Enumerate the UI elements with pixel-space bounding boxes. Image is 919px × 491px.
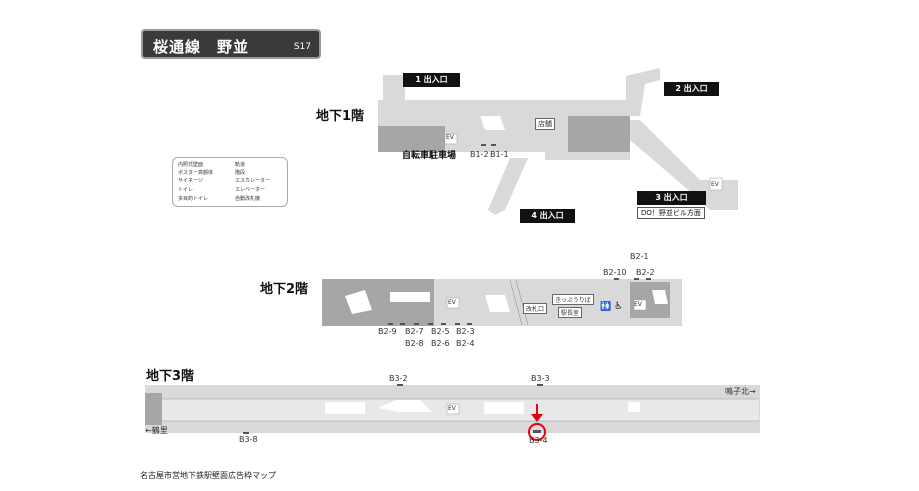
b3-floor-plan [145,384,760,441]
station-title-plate: 桜通線 野並 S17 [141,29,321,59]
ad-b1-1: B1-1 [490,150,509,159]
ad-b3-2: B3-2 [389,374,408,383]
ad-b2-6: B2-6 [431,339,450,348]
legend-item: エスカレーター [235,178,271,184]
ad-b2-7: B2-7 [405,327,424,336]
accessible-toilet-icon: ♿ [614,301,623,312]
toilet-icon: 🚻 [600,302,612,312]
ticket-gate-label: 改札口 [523,303,548,314]
b1-elevator-label: EV [446,134,454,141]
b1-floor-plan [378,68,738,215]
b2-elevator-label-2: EV [634,301,642,308]
floor-label-b3: 地下3階 [146,369,195,384]
ad-b1-2: B1-2 [470,150,489,159]
exit-3-label: 3 出入口 [637,191,706,205]
legend-item: エレベーター [235,187,266,193]
ad-b3-8: B3-8 [239,435,258,444]
station-name: 野並 [217,38,250,56]
legend-item: サイネージ [178,178,203,184]
station-code: S17 [293,42,311,52]
ad-b3-3: B3-3 [531,374,550,383]
exit-3-destination: DO！野並ビル方面 [637,207,705,219]
exit-2-label: 2 出入口 [664,82,719,96]
ad-b2-5: B2-5 [431,327,450,336]
floor-label-b1: 地下1階 [316,109,365,124]
ad-b2-1: B2-1 [630,252,649,261]
exit-1-label: 1 出入口 [403,73,460,87]
legend-item: 内照式壁面 [178,162,204,168]
ad-b2-8: B2-8 [405,339,424,348]
b2-floor-plan [322,278,682,326]
legend-item: トイレ [178,187,194,193]
ad-b2-2: B2-2 [636,268,655,277]
legend-item: 多目的トイレ [178,196,209,202]
exit-4-label: 4 出入口 [520,209,575,223]
b3-elevator-label: EV [448,405,456,412]
bicycle-parking-label: 自転車駐車場 [402,151,457,161]
ticket-machine-label: きっぷうりば [552,294,594,305]
highlight-circle [528,423,546,441]
direction-right: 鳴子北→ [725,387,756,396]
station-office-label: 駅長室 [558,307,583,318]
b1-elevator-label-2: EV [711,181,719,188]
line-name: 桜通線 [153,38,202,56]
map-legend: 内照式壁面 ポスター高額体 サイネージ トイレ 多目的トイレ 軌道 階段 エスカ… [172,157,288,207]
legend-item: 自動改札機 [235,196,261,202]
ad-b3-4: B3-4 [529,436,548,445]
b2-elevator-label: EV [448,299,456,306]
legend-item: 階段 [235,170,246,176]
floor-label-b2: 地下2階 [260,282,309,297]
ad-b2-3: B2-3 [456,327,475,336]
ad-b2-9: B2-9 [378,327,397,336]
station-title: 桜通線 野並 [153,36,249,57]
shop-label: 店舗 [535,118,555,130]
highlight-arrow [531,414,543,422]
legend-item: 軌道 [235,162,246,168]
ad-b2-10: B2-10 [603,268,627,277]
legend-item: ポスター高額体 [178,170,214,176]
ad-b2-4: B2-4 [456,339,475,348]
footer-caption: 名古屋市営地下鉄駅壁面広告枠マップ [140,471,276,480]
direction-left: ←鶴里 [145,426,168,435]
